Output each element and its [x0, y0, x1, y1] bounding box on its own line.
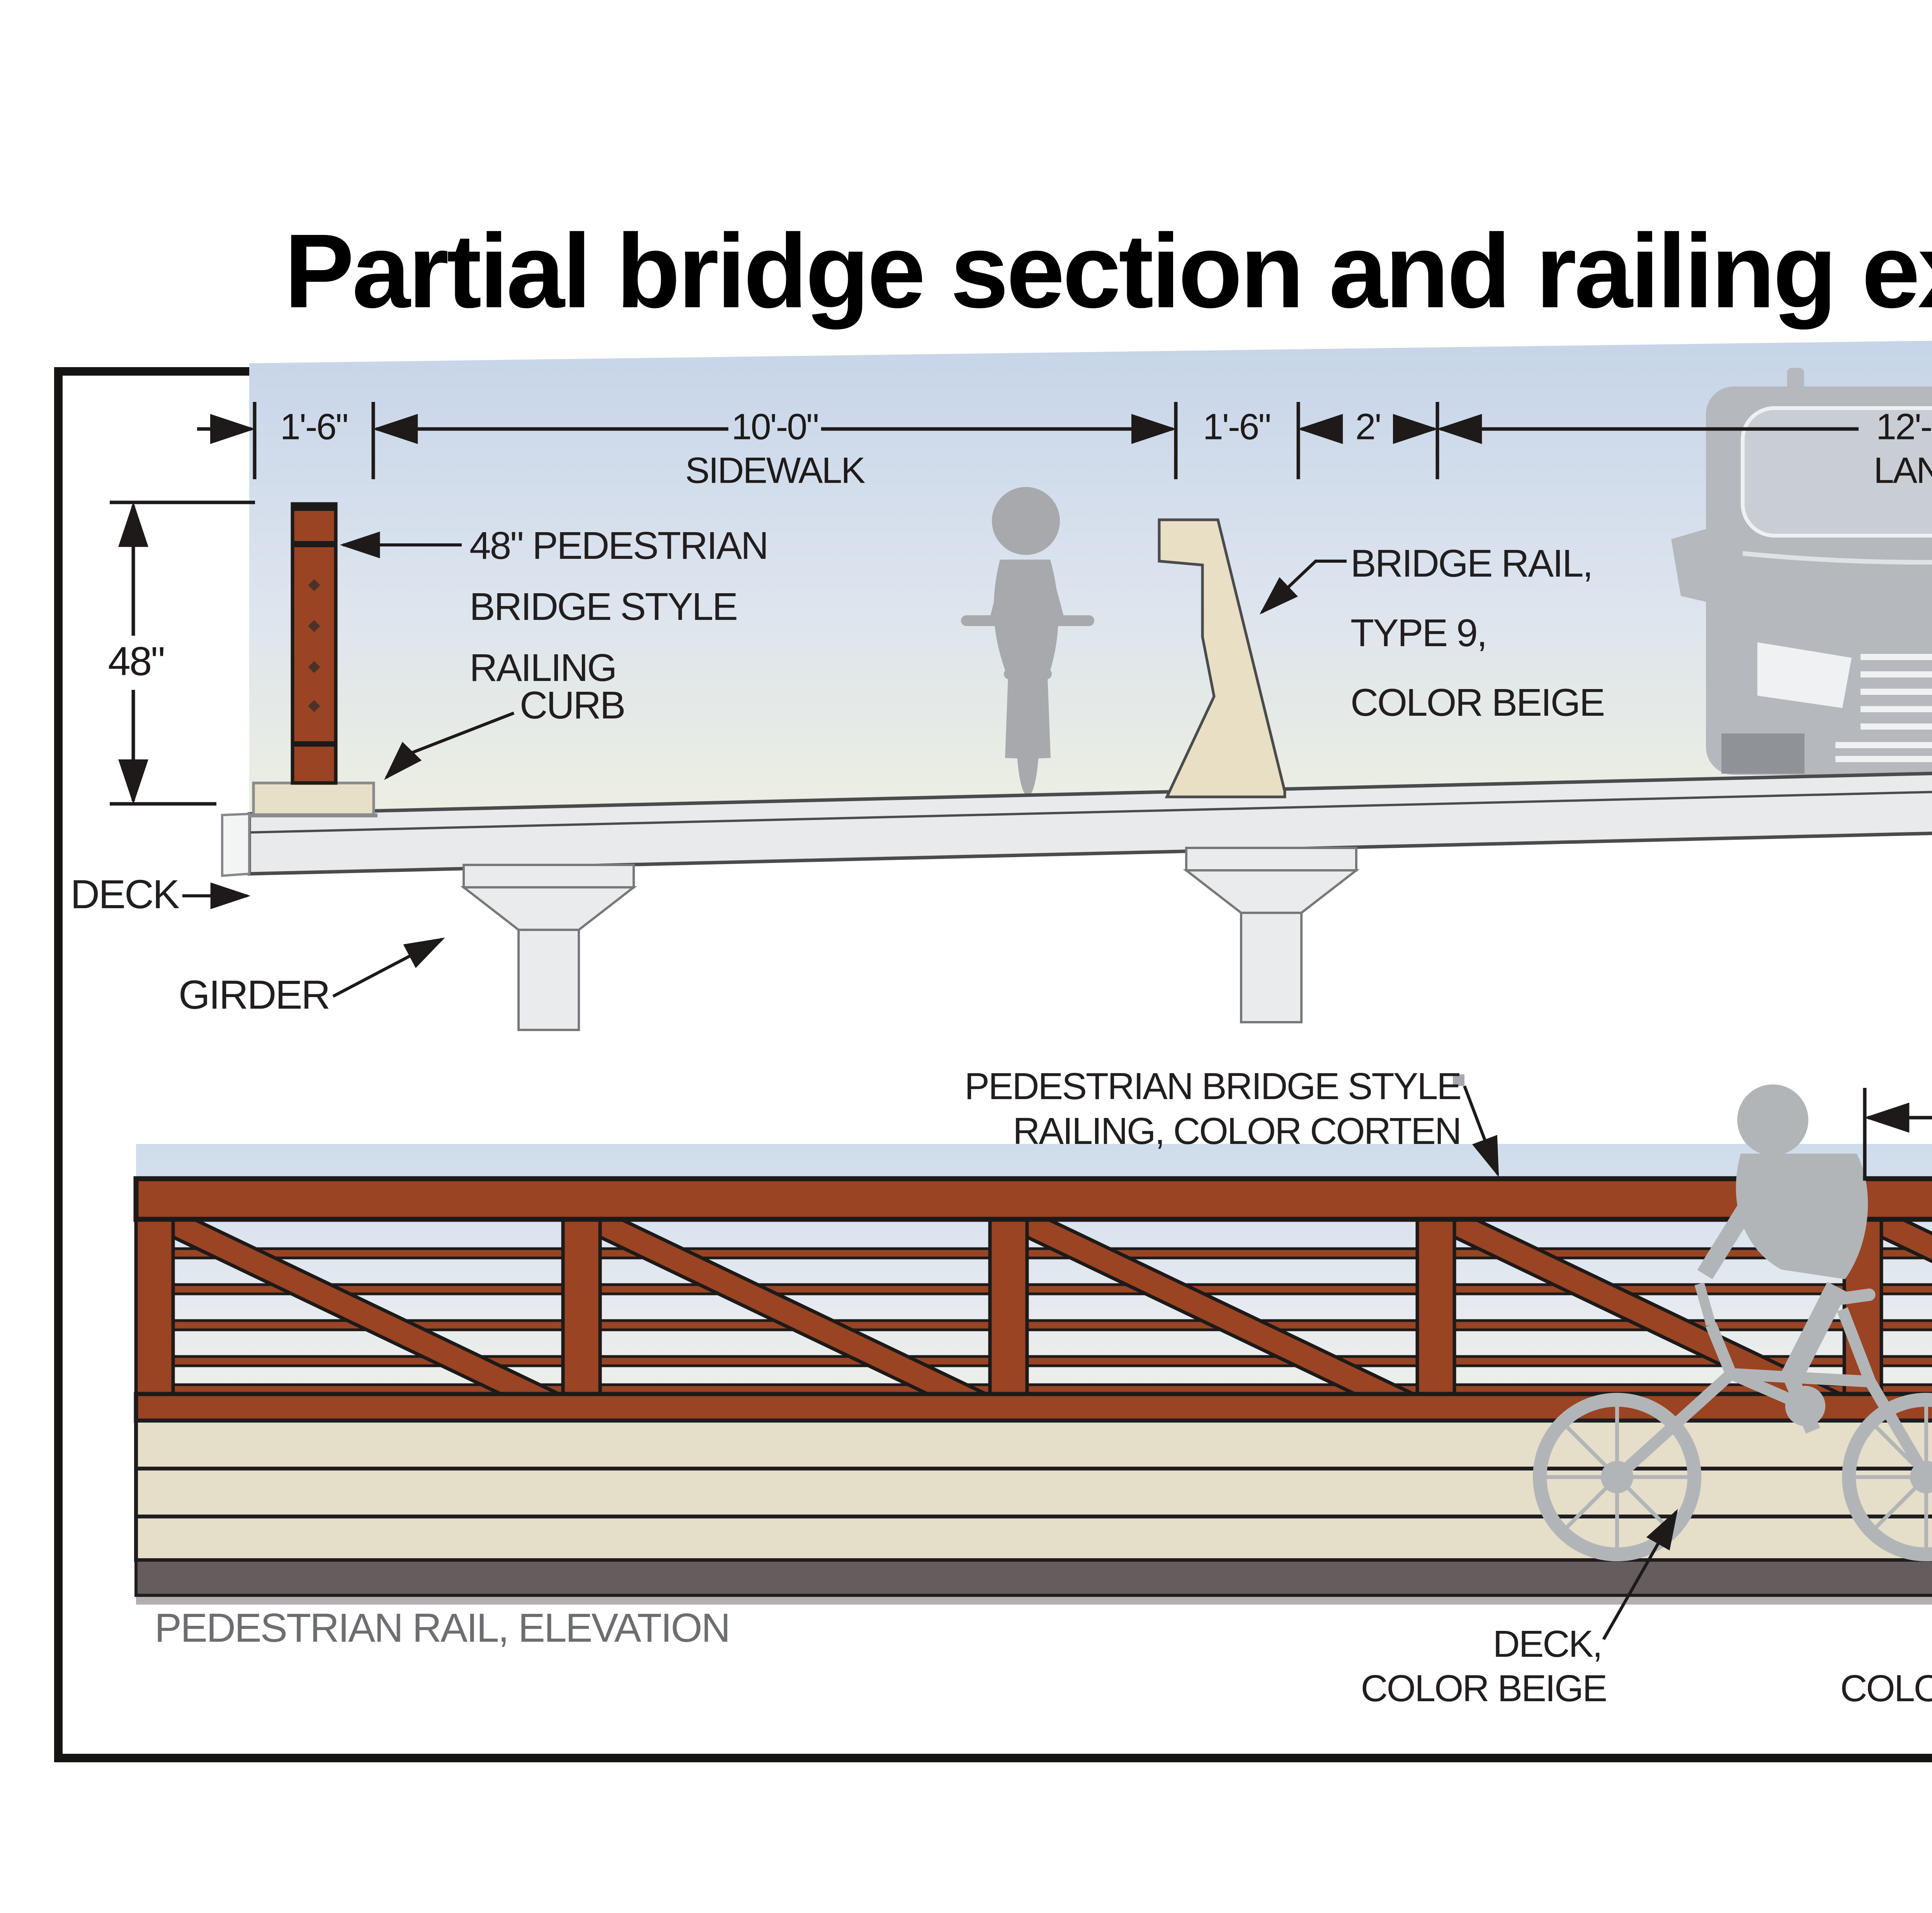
deck-overlay-line: [249, 791, 1932, 834]
elevation-dimensions: [1863, 1088, 1932, 1181]
dim-left-offset: 1'-6": [280, 406, 349, 448]
van-silhouette: [1671, 368, 1932, 775]
elevation-caption: PEDESTRIAN RAIL, ELEVATION: [155, 1605, 731, 1651]
girder-shadow-strip: [136, 1597, 1932, 1605]
sky-background: [249, 340, 1932, 814]
girder-middle: [1183, 847, 1360, 1023]
dim-rail-offset: 1'-6": [1202, 406, 1271, 448]
girder-left: [460, 864, 637, 1031]
elev-railing-label-line2: RAILING, COLOR CORTEN: [1013, 1110, 1462, 1152]
page-title: Partial bridge section and railing examp…: [284, 212, 1932, 330]
dim-lane-label: LANE: [1873, 450, 1932, 491]
girder-band: [134, 1559, 1932, 1597]
deck-label: DECK: [70, 872, 180, 917]
curb-block: [252, 781, 375, 816]
dim-rail-height: 48": [108, 639, 165, 684]
railing-label-line3: RAILING: [469, 646, 617, 689]
cyclist-silhouette-side: [1533, 1084, 1932, 1561]
bridge-rail-label-line2: TYPE 9,: [1350, 611, 1487, 655]
railing-label-line2: BRIDGE STYLE: [469, 585, 738, 628]
elevation-leaders: [1453, 1074, 1678, 1640]
elevation-view: [133, 1074, 1932, 1640]
girders: [460, 847, 1360, 1031]
bridge-rail-type9: [1158, 518, 1286, 798]
girder-label: GIRDER: [179, 972, 330, 1018]
cyclist-silhouette-front: [961, 487, 1094, 796]
dim-shoulder: 2': [1355, 406, 1382, 448]
dim-lane-width: 12'-0": [1876, 406, 1932, 448]
top-view-dimensions: [110, 402, 1859, 806]
railing-label-line1: 48" PEDESTRIAN: [469, 524, 769, 567]
bridge-rail-label-line3: COLOR BEIGE: [1350, 681, 1605, 724]
dim-sidewalk-width: 10'-0": [731, 406, 819, 448]
dim-sidewalk-label: SIDEWALK: [685, 450, 865, 491]
pedestrian-railing-post: [291, 502, 338, 785]
top-view-leaders: [182, 531, 1347, 998]
top-view-section: [110, 340, 1932, 1031]
top-rail-band: [133, 1176, 1932, 1222]
elev-deck-label-line1: DECK,: [1493, 1623, 1603, 1665]
elev-girder-label-line2: COLOR D. BROWN: [1840, 1667, 1932, 1709]
elev-railing-label-line1: PEDESTRIAN BRIDGE STYLE: [964, 1065, 1462, 1107]
curb-label: CURB: [520, 684, 626, 727]
deck-end-face: [221, 812, 250, 877]
bridge-rail-label-line1: BRIDGE RAIL,: [1350, 542, 1593, 585]
elev-deck-label-line2: COLOR BEIGE: [1361, 1667, 1607, 1709]
